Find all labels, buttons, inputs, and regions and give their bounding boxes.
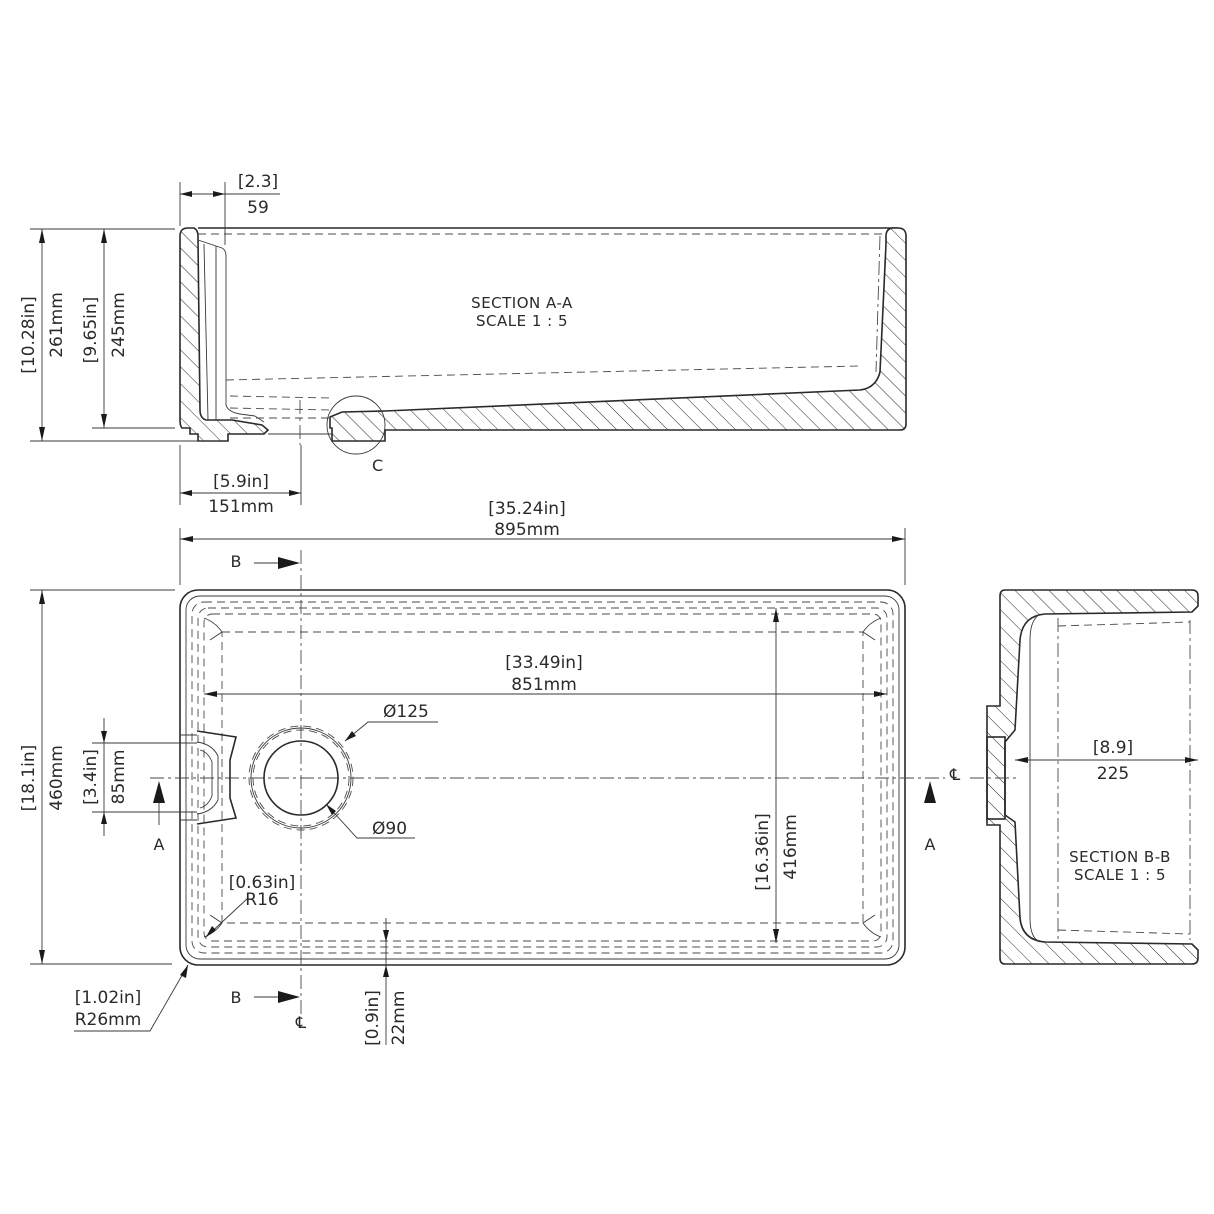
svg-text:R16: R16: [245, 890, 278, 910]
dim-section-bb-depth: [8.9] 225: [1015, 738, 1198, 784]
section-marker-a-right: A: [924, 781, 936, 854]
section-aa-title: SECTION A-A: [471, 294, 573, 312]
svg-text:Ø125: Ø125: [383, 702, 429, 722]
svg-text:460mm: 460mm: [47, 745, 67, 811]
svg-text:[9.65in]: [9.65in]: [81, 297, 101, 364]
sink-outer-outline: [179, 589, 906, 966]
svg-text:[0.9in]: [0.9in]: [363, 990, 383, 1046]
section-marker-b-top: B: [231, 552, 300, 571]
dim-inner-height: [9.65in] 245mm: [81, 228, 175, 429]
svg-text:416mm: 416mm: [781, 814, 801, 880]
svg-text:[0.63in]: [0.63in]: [229, 873, 296, 893]
section-marker-a-left: A: [153, 781, 165, 854]
centerline-symbol-right: ℄: [949, 765, 961, 784]
dim-drain-outer-diameter: Ø125: [344, 702, 438, 742]
svg-text:[5.9in]: [5.9in]: [213, 472, 269, 492]
section-marker-b-bottom: B: [231, 988, 300, 1007]
section-aa-scale: SCALE 1 : 5: [476, 312, 568, 330]
svg-text:[33.49in]: [33.49in]: [505, 653, 582, 673]
section-aa-floor: [329, 227, 907, 442]
section-bb-wall: [986, 589, 1199, 965]
section-bb-title: SECTION B-B: [1069, 848, 1171, 866]
svg-text:895mm: 895mm: [494, 520, 560, 540]
dim-overall-width: [18.1in] 460mm: [19, 589, 175, 965]
dim-lip-width: [2.3] 59: [179, 172, 280, 245]
plan-view: [35.24in] 895mm: [19, 499, 961, 1046]
centerline-symbol-bottom: ℄: [295, 1013, 307, 1032]
svg-text:22mm: 22mm: [389, 991, 409, 1046]
section-aa-view: C SECTION A-A SCALE 1 : 5 [2.3] 59 [10.2…: [19, 172, 907, 517]
svg-text:Ø90: Ø90: [372, 819, 407, 839]
svg-text:R26mm: R26mm: [75, 1010, 142, 1030]
svg-text:59: 59: [247, 198, 269, 218]
dim-outer-corner-radius: [1.02in] R26mm: [74, 964, 189, 1032]
dim-overflow-height: [3.4in] 85mm: [81, 718, 197, 836]
overflow-outlet: [180, 730, 238, 825]
drain-hole: [248, 725, 354, 831]
svg-text:[2.3]: [2.3]: [238, 172, 278, 192]
svg-text:[16.36in]: [16.36in]: [753, 813, 773, 890]
svg-text:A: A: [925, 835, 936, 854]
dim-drain-offset: [5.9in] 151mm: [179, 445, 302, 517]
svg-text:[3.4in]: [3.4in]: [81, 749, 101, 805]
svg-text:B: B: [231, 988, 242, 1007]
dim-inner-width: [16.36in] 416mm: [753, 608, 801, 943]
dim-inner-corner-radius: [0.63in] R16: [205, 873, 296, 938]
svg-text:151mm: 151mm: [208, 497, 274, 517]
svg-text:[10.28in]: [10.28in]: [19, 296, 39, 373]
section-bb-scale: SCALE 1 : 5: [1074, 866, 1166, 884]
svg-text:[35.24in]: [35.24in]: [488, 499, 565, 519]
dim-overall-length: [35.24in] 895mm: [179, 499, 906, 585]
svg-text:A: A: [154, 835, 165, 854]
svg-text:[1.02in]: [1.02in]: [75, 988, 142, 1008]
svg-text:245mm: 245mm: [109, 292, 129, 358]
dim-rim-thickness: [0.9in] 22mm: [363, 918, 409, 1046]
svg-text:851mm: 851mm: [511, 675, 577, 695]
svg-text:B: B: [231, 552, 242, 571]
section-bb-view: [8.9] 225 SECTION B-B SCALE 1 : 5: [970, 589, 1199, 965]
svg-text:225: 225: [1097, 764, 1129, 784]
svg-text:261mm: 261mm: [47, 292, 67, 358]
detail-c-circle: [326, 395, 386, 455]
dim-drain-inner-diameter: Ø90: [325, 803, 415, 839]
detail-c-label: C: [372, 456, 383, 475]
svg-text:[18.1in]: [18.1in]: [19, 745, 39, 812]
svg-text:85mm: 85mm: [109, 750, 129, 805]
section-aa-left-wall: [179, 227, 270, 442]
svg-text:[8.9]: [8.9]: [1093, 738, 1133, 758]
dim-inner-length: [33.49in] 851mm: [204, 653, 887, 697]
